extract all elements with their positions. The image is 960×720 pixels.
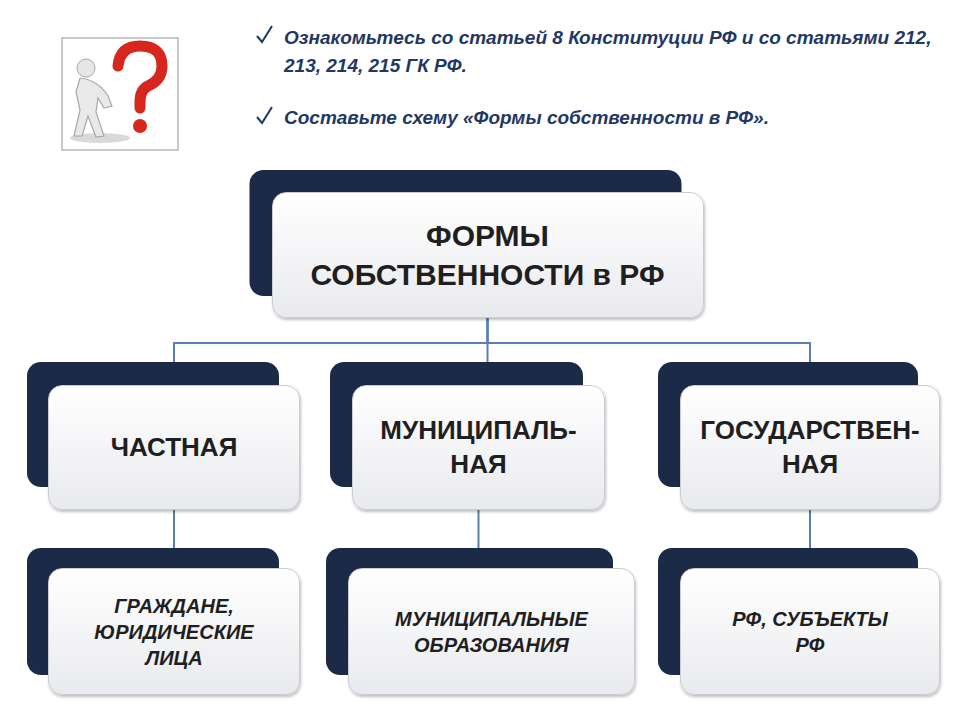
- box-text: МУНИЦИПАЛЬ- НАЯ: [380, 414, 576, 482]
- box-text: ГРАЖДАНЕ, ЮРИДИЧЕСКИЕ ЛИЦА: [84, 593, 264, 671]
- box-text: МУНИЦИПАЛЬНЫЕ ОБРАЗОВАНИЯ: [379, 606, 604, 658]
- box-text: ГОСУДАРСТВЕН- НАЯ: [700, 414, 919, 482]
- thinking-figure: [74, 78, 112, 137]
- category-box: МУНИЦИПАЛЬ- НАЯ: [352, 385, 605, 510]
- box-text: ЧАСТНАЯ: [111, 431, 238, 465]
- question-mark: [118, 46, 162, 108]
- owner-box: РФ, СУБЪЕКТЫ РФ: [680, 568, 940, 695]
- instruction-text: Ознакомьтесь со статьей 8 Конституции РФ…: [284, 24, 934, 79]
- question-mark-dot: [133, 119, 147, 133]
- category-box: ЧАСТНАЯ: [48, 385, 300, 510]
- box-text: РФ, СУБЪЕКТЫ РФ: [730, 606, 890, 658]
- box-text: ФОРМЫ СОБСТВЕННОСТИ в РФ: [288, 216, 688, 294]
- owner-box: ГРАЖДАНЕ, ЮРИДИЧЕСКИЕ ЛИЦА: [48, 568, 300, 695]
- figure-head: [77, 59, 95, 77]
- root-box: ФОРМЫ СОБСТВЕННОСТИ в РФ: [272, 192, 704, 318]
- check-bullet: [257, 107, 272, 123]
- owner-box: МУНИЦИПАЛЬНЫЕ ОБРАЗОВАНИЯ: [348, 568, 635, 695]
- category-box: ГОСУДАРСТВЕН- НАЯ: [680, 385, 940, 510]
- check-bullet: [257, 26, 272, 42]
- instruction-text: Составьте схему «Формы собственности в Р…: [284, 104, 934, 132]
- picture-frame: [62, 38, 178, 150]
